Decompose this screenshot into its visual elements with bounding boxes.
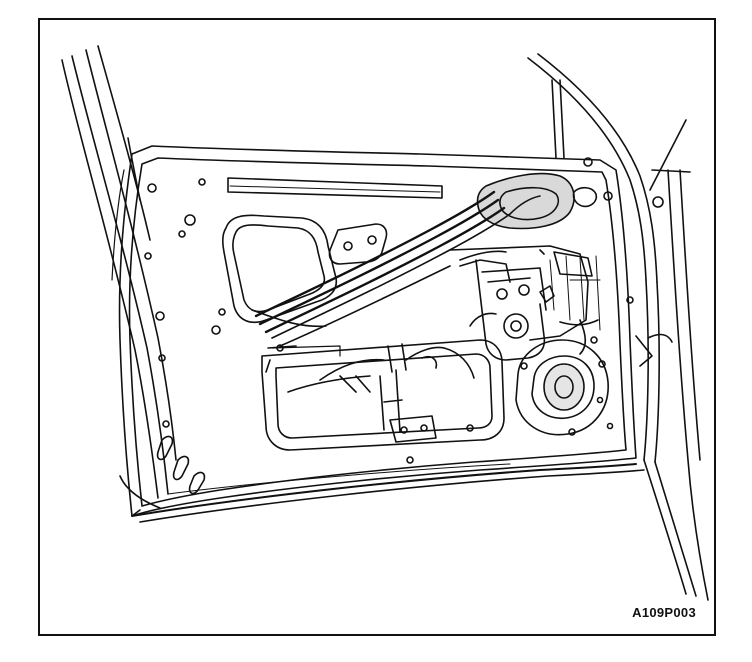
right-pillar	[527, 53, 709, 601]
door-sill	[131, 463, 645, 523]
top-moulding-bar	[227, 177, 443, 199]
door-panel-illustration	[61, 45, 709, 601]
door-inner-panel	[111, 145, 637, 517]
figure-code-label: A109P003	[632, 605, 696, 620]
figure-frame: A109P003	[38, 18, 716, 636]
loudspeaker	[515, 339, 609, 436]
drain-slots	[156, 420, 206, 495]
upper-access-opening	[221, 214, 388, 324]
left-pillar	[61, 45, 177, 499]
lower-access-opening	[261, 339, 505, 451]
window-regulator	[449, 245, 601, 361]
wiring-harness	[251, 190, 541, 347]
mirror-mount	[476, 172, 598, 230]
